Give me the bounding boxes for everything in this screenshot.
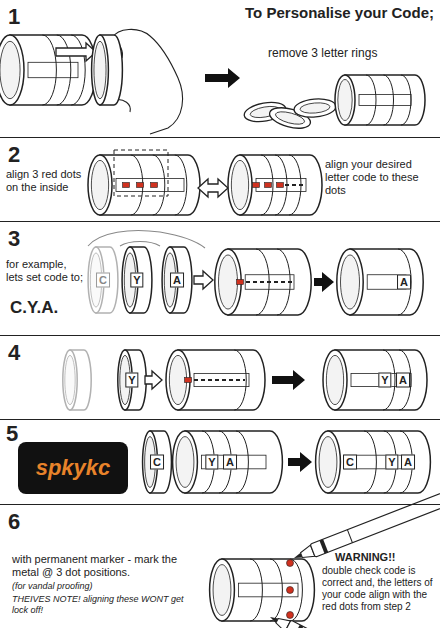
letter-ring	[118, 350, 146, 410]
ring-letter: A	[223, 455, 237, 470]
warning-text: double check code is correct and, the le…	[322, 565, 436, 613]
lock-cylinder	[88, 155, 200, 215]
letter-ring	[63, 350, 91, 410]
note-text: THEIVES NOTE! aligning these WONT get lo…	[12, 594, 202, 616]
red-dot	[151, 183, 158, 188]
alignment-line	[246, 281, 292, 283]
letter-ring	[92, 35, 123, 105]
marker-pen	[267, 611, 344, 628]
lock-cylinder	[166, 350, 265, 410]
instruction-text: with permanent marker - mark the metal @…	[12, 553, 197, 579]
step-number: 6	[8, 509, 20, 535]
letter-ring	[88, 247, 118, 313]
lock-cylinder	[335, 75, 425, 125]
hand-outline	[88, 231, 205, 248]
ring-letter: Y	[378, 373, 391, 388]
letter-ring	[162, 247, 192, 313]
step-arrow	[314, 272, 334, 292]
marker-pen	[291, 490, 440, 565]
instruction-text: align your desired letter code to these …	[325, 158, 435, 198]
red-dot	[237, 280, 244, 285]
ring-letter: Y	[205, 455, 218, 470]
ring-letter: A	[397, 275, 411, 290]
logo-text: spkykc	[36, 455, 111, 481]
step-panel: 3 for example, lets set code to; C.Y.A.	[0, 222, 440, 336]
marked-dot	[287, 612, 294, 619]
hollow-arrow	[56, 43, 96, 61]
step-panel: 2align 3 red dots on the inside align you…	[0, 138, 440, 222]
loose-ring	[293, 97, 336, 119]
ring-letter: A	[401, 455, 415, 470]
note-text: (for vandal proofing)	[12, 581, 93, 592]
alignment-line	[194, 379, 245, 381]
ring-letter: Y	[125, 373, 138, 388]
step-arrow	[288, 452, 312, 472]
hollow-arrow	[194, 271, 213, 289]
step-arrow	[272, 370, 305, 390]
instruction-text: for example, lets set code to;	[6, 258, 86, 284]
ring-letter: A	[170, 273, 184, 288]
step-number: 4	[8, 340, 20, 366]
ring-letter: A	[396, 373, 410, 388]
warning-heading: WARNING!!	[335, 551, 396, 564]
ring-letter: C	[150, 455, 164, 470]
instruction-text: align 3 red dots on the inside	[6, 168, 92, 194]
lock-cylinder	[0, 35, 96, 105]
letter-ring	[143, 431, 172, 493]
step-number: 5	[6, 421, 18, 447]
hollow-arrow	[198, 179, 228, 197]
page-title: To Personalise your Code;	[245, 4, 434, 22]
red-dot	[123, 183, 130, 188]
red-dot	[265, 183, 272, 188]
red-dot	[277, 183, 284, 188]
hollow-arrow	[145, 371, 162, 389]
ring-letter: C	[96, 273, 110, 288]
lock-cylinder	[215, 249, 311, 315]
red-dot	[253, 183, 260, 188]
step-panel: 4	[0, 336, 440, 420]
hand-outline	[120, 242, 160, 247]
step-number: 1	[8, 4, 20, 30]
example-code: C.Y.A.	[10, 298, 58, 318]
lock-cylinder	[210, 559, 315, 621]
red-dot	[185, 378, 192, 383]
lock-cylinder	[323, 350, 427, 410]
ring-letter: C	[343, 455, 357, 470]
callout-box	[114, 150, 168, 196]
lock-cylinder	[228, 155, 322, 215]
lock-cylinder	[316, 431, 431, 493]
red-dot	[137, 183, 144, 188]
letter-ring	[122, 247, 152, 313]
ring-letter: Y	[385, 455, 398, 470]
step-panel: 5 spkykc	[0, 420, 440, 505]
step-number: 3	[8, 226, 20, 252]
lock-cylinder	[337, 249, 423, 315]
logo-badge: spkykc	[18, 442, 128, 494]
step-number: 2	[8, 142, 20, 168]
marked-dot	[287, 560, 294, 567]
ring-letter: Y	[130, 273, 143, 288]
instruction-text: remove 3 letter rings	[268, 46, 433, 60]
marked-dot	[287, 587, 294, 594]
step-arrow	[205, 68, 240, 88]
step-panel: 6 with permanent marker - mark the metal …	[0, 505, 440, 628]
lock-cylinder	[173, 431, 283, 493]
alignment-line	[285, 184, 306, 186]
